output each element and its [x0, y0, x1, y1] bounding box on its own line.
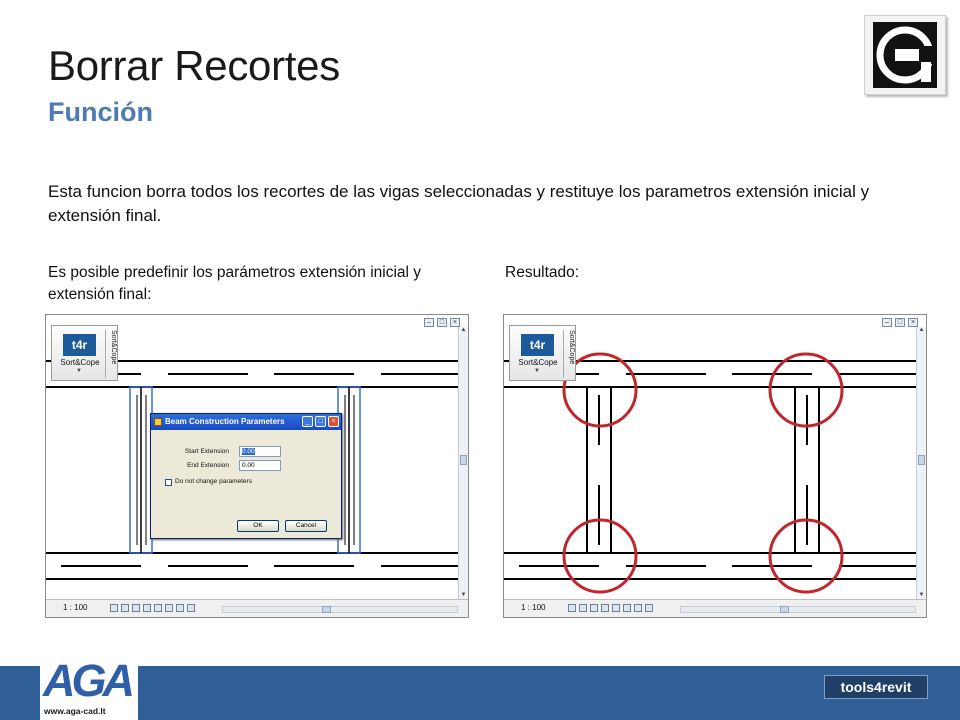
highlight-circle-bottom-left	[562, 518, 638, 594]
tools4revit-badge: tools4revit	[824, 675, 928, 699]
ok-button[interactable]: OK	[237, 520, 279, 532]
highlight-circle-top-left	[562, 352, 638, 428]
horizontal-scrollbar[interactable]	[222, 606, 458, 613]
reveal-hidden-icon[interactable]	[634, 604, 642, 612]
dialog-title: Beam Construction Parameters	[151, 414, 341, 430]
t4r-icon: t4r	[521, 334, 554, 356]
revit-view-before: t4r Sort&Cope ▼ Sort&Cope – □ × ▲ ▼ Beam…	[45, 314, 469, 618]
horizontal-scrollbar-thumb[interactable]	[322, 606, 331, 613]
function-description: Esta funcion borra todos los recortes de…	[48, 182, 870, 225]
chevron-down-icon: ▼	[534, 368, 540, 374]
reveal-hidden-icon[interactable]	[176, 604, 184, 612]
highlight-circle-bottom-right	[768, 518, 844, 594]
sun-path-icon[interactable]	[590, 604, 598, 612]
caption-right: Resultado:	[505, 264, 580, 281]
close-icon[interactable]: ×	[908, 318, 918, 327]
view-window-controls: – □ ×	[882, 318, 918, 327]
view-scale[interactable]: 1 : 100	[63, 603, 88, 612]
slide-title: Borrar Recortes	[48, 42, 340, 89]
scrollbar-thumb[interactable]	[918, 455, 925, 465]
company-logo-icon	[864, 15, 946, 95]
horizontal-scrollbar-thumb[interactable]	[780, 606, 789, 613]
beam-drawing-result	[504, 352, 916, 594]
minimize-icon[interactable]: –	[424, 318, 434, 327]
ribbon-panel-label: Sort&Cope	[563, 330, 575, 378]
scroll-up-icon[interactable]: ▲	[918, 327, 925, 333]
restore-icon[interactable]: □	[895, 318, 905, 327]
visual-style-icon[interactable]	[121, 604, 129, 612]
do-not-change-label: Do not change parameters	[175, 478, 252, 485]
vertical-scrollbar[interactable]: ▲ ▼	[916, 327, 926, 601]
dialog-window-controls: _ □ ×	[302, 416, 339, 427]
end-extension-input[interactable]: 0.00	[239, 460, 281, 471]
ribbon-button-label: Sort&Cope	[518, 358, 558, 367]
view-status-bar: 1 : 100	[504, 599, 926, 617]
crop-view-icon[interactable]	[154, 604, 162, 612]
caption-left: Es posible predefinir los parámetros ext…	[48, 264, 422, 303]
slide-subtitle: Función	[48, 97, 153, 127]
start-extension-label: Start Extension	[184, 448, 229, 455]
scrollbar-thumb[interactable]	[460, 455, 467, 465]
footer-bar	[0, 666, 960, 720]
highlight-circle-top-right	[768, 352, 844, 428]
scroll-down-icon[interactable]: ▼	[460, 592, 467, 598]
crop-view-icon[interactable]	[612, 604, 620, 612]
view-control-icons	[568, 604, 653, 612]
close-icon[interactable]: ×	[450, 318, 460, 327]
start-extension-value: 0.00	[242, 448, 255, 455]
ribbon-panel-label: Sort&Cope	[105, 330, 117, 378]
sort-cope-ribbon-button[interactable]: t4r Sort&Cope ▼ Sort&Cope	[51, 325, 118, 381]
analytical-model-icon[interactable]	[187, 604, 195, 612]
end-extension-label: End Extension	[187, 462, 229, 469]
view-control-icons	[110, 604, 195, 612]
cancel-button[interactable]: Cancel	[285, 520, 327, 532]
revit-view-result: t4r Sort&Cope ▼ Sort&Cope – □ × ▲ ▼ 1 : …	[503, 314, 927, 618]
dialog-close-icon[interactable]: ×	[328, 416, 339, 427]
t4r-icon: t4r	[63, 334, 96, 356]
minimize-icon[interactable]: –	[882, 318, 892, 327]
temporary-hide-icon[interactable]	[623, 604, 631, 612]
dialog-minimize-icon[interactable]: _	[302, 416, 313, 427]
detail-level-icon[interactable]	[568, 604, 576, 612]
company-url: www.aga-cad.lt	[44, 706, 106, 716]
dialog-app-icon	[154, 418, 162, 426]
view-status-bar: 1 : 100	[46, 599, 468, 617]
start-extension-input[interactable]: 0.00	[239, 446, 281, 457]
dialog-maximize-icon[interactable]: □	[315, 416, 326, 427]
temporary-hide-icon[interactable]	[165, 604, 173, 612]
view-window-controls: – □ ×	[424, 318, 460, 327]
analytical-model-icon[interactable]	[645, 604, 653, 612]
chevron-down-icon: ▼	[76, 368, 82, 374]
visual-style-icon[interactable]	[579, 604, 587, 612]
beam-construction-parameters-dialog: Beam Construction Parameters _ □ × Start…	[150, 413, 342, 539]
ribbon-button-label: Sort&Cope	[60, 358, 100, 367]
sun-path-icon[interactable]	[132, 604, 140, 612]
sort-cope-ribbon-button-result[interactable]: t4r Sort&Cope ▼ Sort&Cope	[509, 325, 576, 381]
vertical-scrollbar[interactable]: ▲ ▼	[458, 327, 468, 601]
view-scale[interactable]: 1 : 100	[521, 603, 546, 612]
shadows-icon[interactable]	[601, 604, 609, 612]
detail-level-icon[interactable]	[110, 604, 118, 612]
do-not-change-checkbox[interactable]	[165, 479, 172, 486]
beam-drawing-before	[46, 360, 458, 580]
aga-logo: AGA www.aga-cad.lt	[40, 656, 138, 720]
aga-logo-text: AGA	[43, 655, 135, 706]
scroll-up-icon[interactable]: ▲	[460, 327, 467, 333]
shadows-icon[interactable]	[143, 604, 151, 612]
horizontal-scrollbar[interactable]	[680, 606, 916, 613]
scroll-down-icon[interactable]: ▼	[918, 592, 925, 598]
restore-icon[interactable]: □	[437, 318, 447, 327]
